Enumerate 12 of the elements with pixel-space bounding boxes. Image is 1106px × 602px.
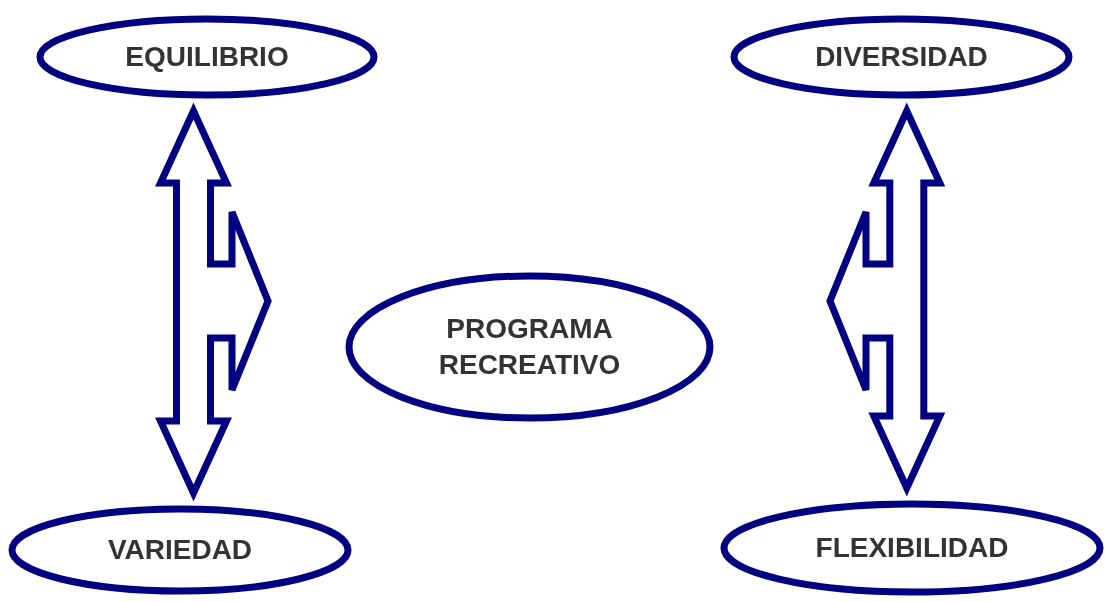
node-label: EQUILIBRIO xyxy=(125,40,289,74)
node-label: DIVERSIDAD xyxy=(815,40,988,74)
block-arrow xyxy=(155,102,272,502)
ellipse-node xyxy=(730,15,1073,99)
block-arrow xyxy=(826,102,946,497)
ellipse-node xyxy=(720,500,1104,596)
ellipse-node xyxy=(8,505,352,595)
node-label: PROGRAMA RECREATIVO xyxy=(437,312,622,382)
node-label: VARIEDAD xyxy=(107,533,253,567)
ellipse-node xyxy=(36,15,378,99)
node-label: FLEXIBILIDAD xyxy=(815,531,1009,565)
ellipse-node xyxy=(345,272,714,422)
